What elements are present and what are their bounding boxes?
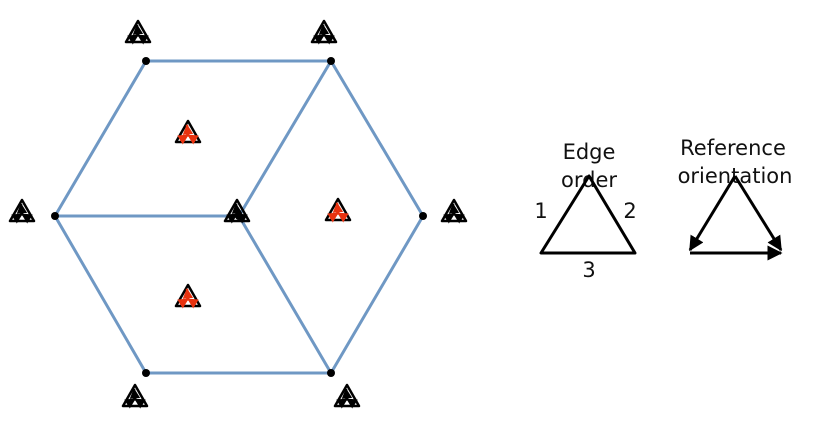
glyph-arrow — [182, 287, 194, 300]
orientation-glyph — [124, 19, 152, 45]
glyph-arrow — [134, 397, 146, 409]
glyph-arrow — [337, 211, 349, 223]
glyph-arrow — [332, 201, 344, 214]
mesh-vertex — [51, 212, 59, 220]
edge-order-legend: Edge order 1 2 3 — [534, 140, 636, 282]
glyph-arrow — [187, 133, 199, 145]
orientation-glyph — [8, 198, 36, 224]
mesh-vertex — [142, 57, 150, 65]
glyph-arrow — [182, 123, 194, 136]
glyph-arrow — [124, 397, 136, 409]
mesh-vertex — [327, 369, 335, 377]
glyph-arrow — [16, 202, 28, 215]
mesh-vertex — [419, 212, 427, 220]
orientation-glyph — [223, 198, 251, 224]
mesh-edge — [237, 59, 333, 218]
orientation-glyph — [440, 198, 468, 224]
glyph-arrow — [443, 212, 455, 224]
glyph-arrow — [177, 297, 189, 309]
glyph-arrow — [21, 212, 33, 224]
mesh-edge — [329, 214, 425, 375]
mesh-edge — [237, 214, 333, 375]
reference-edge-1-arrow — [688, 175, 737, 252]
orientation-glyph — [121, 383, 149, 409]
edge-label-3: 3 — [582, 258, 595, 282]
glyph-arrow — [448, 202, 460, 215]
glyph-arrow — [11, 212, 23, 224]
mesh-vertex — [142, 369, 150, 377]
glyph-arrow — [226, 212, 238, 224]
red-orientation-glyph — [174, 283, 202, 309]
reference-edge-2-arrow — [733, 175, 783, 252]
glyph-arrow — [127, 33, 139, 45]
glyph-arrow — [187, 297, 199, 309]
glyph-arrow — [313, 33, 325, 45]
glyph-arrow — [341, 387, 353, 400]
red-orientation-glyph — [174, 119, 202, 145]
glyph-arrow — [323, 33, 335, 45]
reference-title-line1: Reference — [680, 136, 786, 160]
glyph-arrow — [327, 211, 339, 223]
edge-label-2: 2 — [623, 199, 636, 223]
mesh-edges — [53, 59, 425, 375]
glyph-arrow — [231, 202, 243, 215]
glyph-arrow — [336, 397, 348, 409]
glyph-arrow — [132, 23, 144, 36]
orientation-glyph — [310, 19, 338, 45]
glyph-arrow — [137, 33, 149, 45]
mesh-vertices — [51, 57, 427, 377]
red-orientation-glyph — [324, 197, 352, 223]
glyph-arrow — [346, 397, 358, 409]
glyph-arrow — [236, 212, 248, 224]
glyph-arrow — [129, 387, 141, 400]
mesh-edge — [329, 59, 425, 218]
mesh-edge — [53, 214, 148, 375]
mesh-vertex — [327, 57, 335, 65]
edge-order-title-line1: Edge — [563, 140, 616, 164]
edge-label-1: 1 — [534, 199, 547, 223]
glyph-arrow — [177, 133, 189, 145]
orientation-glyphs — [8, 19, 468, 409]
edge-order-title-line2: order — [561, 168, 617, 192]
edge-order-triangle — [539, 174, 637, 255]
glyph-arrow — [318, 23, 330, 36]
reference-orientation-legend: Reference orientation — [678, 136, 792, 261]
glyph-arrow — [453, 212, 465, 224]
mesh-edge — [53, 59, 148, 218]
orientation-glyph — [333, 383, 361, 409]
